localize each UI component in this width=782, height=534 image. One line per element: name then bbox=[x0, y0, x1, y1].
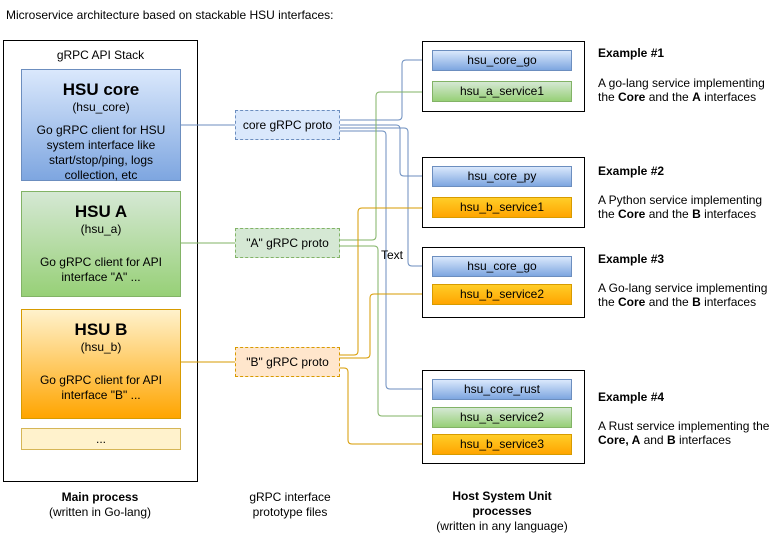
service-hsu-core-go-2: hsu_core_go bbox=[432, 256, 572, 277]
host-processes-sub: (written in any language) bbox=[436, 519, 568, 533]
hsu-b-block: HSU B (hsu_b) Go gRPC client for API int… bbox=[21, 309, 181, 419]
example-1-desc: A go-lang service implementing the Core … bbox=[598, 76, 765, 104]
service-hsu-a-service1: hsu_a_service1 bbox=[432, 81, 572, 102]
connector-b-h3 bbox=[340, 290, 431, 359]
example-2-title: Example #2 bbox=[598, 164, 665, 178]
connector-a-h1 bbox=[340, 88, 431, 241]
hsu-core-block: HSU core (hsu_core) Go gRPC client for H… bbox=[21, 69, 181, 182]
connector-core-h4 bbox=[340, 130, 431, 393]
service-hsu-b-service2: hsu_b_service2 bbox=[432, 284, 572, 305]
b-grpc-proto-box: "B" gRPC proto bbox=[235, 347, 340, 377]
grpc-api-stack-label: gRPC API Stack bbox=[56, 48, 145, 62]
hsu-core-id: (hsu_core) bbox=[72, 100, 130, 114]
diagram-title: Microservice architecture based on stack… bbox=[6, 8, 334, 22]
connector-core-h3 bbox=[340, 127, 431, 270]
proto-files-caption: gRPC interface prototype files bbox=[225, 490, 355, 520]
service-hsu-b-service3: hsu_b_service3 bbox=[432, 434, 572, 455]
proto-files-line1: gRPC interface bbox=[249, 490, 331, 504]
example-1-title: Example #1 bbox=[598, 46, 665, 60]
example-2-desc: A Python service implementing the Core a… bbox=[598, 193, 763, 221]
service-hsu-b-service1: hsu_b_service1 bbox=[432, 197, 572, 218]
core-grpc-proto-box: core gRPC proto bbox=[235, 110, 340, 140]
hsu-more-block: ... bbox=[21, 428, 181, 450]
hsu-a-block: HSU A (hsu_a) Go gRPC client for API int… bbox=[21, 191, 181, 297]
hsu-b-name: HSU B bbox=[74, 320, 128, 339]
example-4-desc: A Rust service implementing the Core, A … bbox=[598, 419, 770, 447]
service-hsu-core-py: hsu_core_py bbox=[432, 166, 572, 187]
hsu-a-name: HSU A bbox=[74, 202, 128, 221]
host-processes-title-2: processes bbox=[472, 504, 532, 518]
connector-a-h4 bbox=[340, 245, 431, 420]
connector-core-h1 bbox=[340, 56, 431, 121]
grpc-api-stack-container bbox=[3, 40, 198, 482]
floating-text-label: Text bbox=[381, 248, 404, 262]
example-3-desc: A Go-lang service implementing the Core … bbox=[598, 281, 768, 309]
hsu-b-id: (hsu_b) bbox=[80, 340, 122, 354]
service-hsu-core-go-1: hsu_core_go bbox=[432, 50, 572, 71]
proto-files-line2: prototype files bbox=[252, 505, 328, 519]
hsu-core-desc: Go gRPC client for HSU system interface … bbox=[36, 123, 166, 182]
hsu-a-id: (hsu_a) bbox=[80, 222, 122, 236]
a-grpc-proto-box: "A" gRPC proto bbox=[235, 228, 340, 258]
example-4-title: Example #4 bbox=[598, 390, 665, 404]
hsu-b-desc: Go gRPC client for API interface "B" ... bbox=[39, 373, 163, 402]
connector-b-h4 bbox=[340, 367, 431, 448]
example-3-title: Example #3 bbox=[598, 252, 665, 266]
hsu-core-name: HSU core bbox=[62, 80, 140, 99]
host-processes-caption: Host System Unit processes (written in a… bbox=[412, 489, 592, 534]
connector-core-h2 bbox=[340, 124, 431, 180]
main-process-title: Main process bbox=[61, 490, 139, 504]
hsu-a-desc: Go gRPC client for API interface "A" ... bbox=[39, 255, 163, 284]
main-process-caption: Main process (written in Go-lang) bbox=[30, 490, 170, 520]
host-processes-title-1: Host System Unit bbox=[452, 489, 552, 503]
service-hsu-core-rust: hsu_core_rust bbox=[432, 379, 572, 400]
connector-b-h2 bbox=[340, 204, 431, 356]
service-hsu-a-service2: hsu_a_service2 bbox=[432, 407, 572, 428]
main-process-sub: (written in Go-lang) bbox=[48, 505, 152, 519]
